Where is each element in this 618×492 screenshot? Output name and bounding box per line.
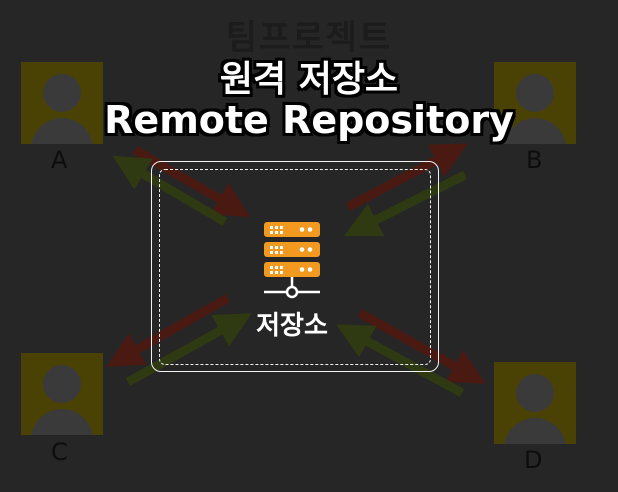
arrow-d-push	[357, 309, 486, 384]
user-c-avatar-icon	[21, 353, 103, 435]
server-rack-icon	[264, 222, 320, 299]
title-english: Remote Repository	[104, 98, 514, 142]
arrow-c-pull	[125, 313, 252, 386]
arrow-b-pull	[343, 170, 468, 237]
arrow-d-pull	[336, 324, 465, 397]
arrow-a-pull	[112, 155, 228, 226]
title-korean: 원격 저장소	[219, 59, 399, 100]
repository-dashed-frame	[159, 169, 431, 365]
user-a-label: A	[51, 146, 68, 174]
repository-label: 저장소	[256, 311, 328, 341]
background-title: 팀프로젝트	[225, 18, 393, 58]
user-d-label: D	[524, 446, 543, 474]
arrow-c-push	[106, 294, 231, 367]
arrow-b-push	[345, 143, 468, 211]
user-b-avatar-icon	[494, 62, 576, 144]
user-c-label: C	[51, 438, 68, 466]
user-b-label: B	[526, 146, 543, 174]
repository-frame	[151, 161, 439, 372]
user-d-avatar-icon	[494, 362, 576, 444]
user-a-avatar-icon	[21, 62, 103, 144]
